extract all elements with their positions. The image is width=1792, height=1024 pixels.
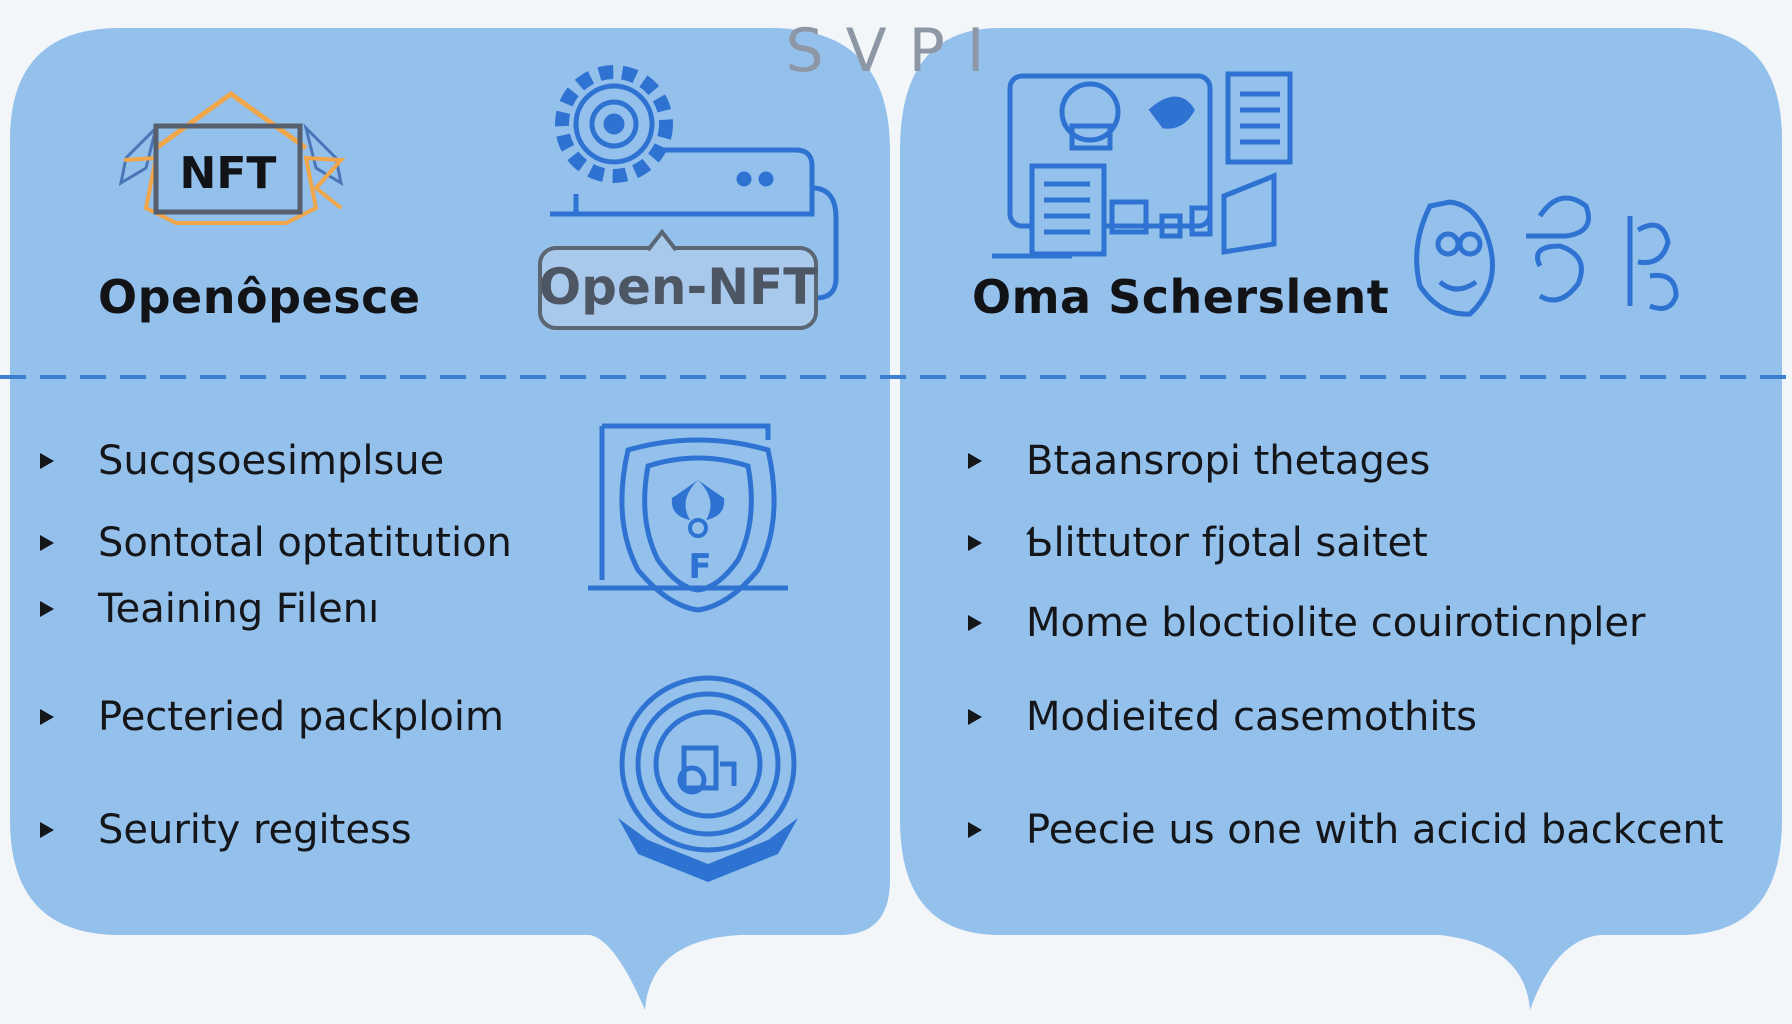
list-item: Modieitєd casemothits <box>968 692 1477 742</box>
list-item: Peecie us one with acicid backcent <box>968 805 1724 855</box>
bullet-arrow-icon <box>968 822 982 838</box>
round-seal-icon <box>618 675 798 882</box>
bullet-arrow-icon <box>40 601 54 617</box>
page-title: SVPI <box>785 16 1007 86</box>
bullet-arrow-icon <box>40 709 54 725</box>
list-item: Btaansropi thetages <box>968 436 1430 486</box>
shield-emblem-icon: F <box>588 423 788 613</box>
right-panel-shape <box>900 28 1782 1010</box>
decorative-symbols-icon <box>1414 195 1679 317</box>
bullet-arrow-icon <box>40 822 54 838</box>
svg-text:F: F <box>688 547 711 587</box>
list-item: Mome bloctiolite couiroticnpler <box>968 598 1645 648</box>
bullet-arrow-icon <box>40 453 54 469</box>
bullet-arrow-icon <box>968 615 982 631</box>
list-item: Ƅlittutor fjotal saitet <box>968 518 1428 568</box>
computer-documents-icon <box>992 71 1293 259</box>
right-panel-title: Oma Scherslent <box>972 270 1390 324</box>
open-nft-label: Open-NFT <box>539 258 818 316</box>
bullet-arrow-icon <box>968 709 982 725</box>
bullet-arrow-icon <box>968 453 982 469</box>
left-panel-title: Openôpesce <box>98 270 421 324</box>
gear-platform-icon: Open-NFT <box>538 65 839 330</box>
list-item: Teaining Filenı <box>40 584 379 634</box>
bullet-arrow-icon <box>40 535 54 551</box>
list-item: Seurity regitess <box>40 805 412 855</box>
list-item: Sontotal optatitution <box>40 518 512 568</box>
list-item: Pecteried packploim <box>40 692 504 742</box>
nft-badge-icon: NFT <box>118 90 346 225</box>
nft-badge-label: NFT <box>180 148 277 199</box>
bullet-arrow-icon <box>968 535 982 551</box>
list-item: Sucqsoesimplsue <box>40 436 444 486</box>
